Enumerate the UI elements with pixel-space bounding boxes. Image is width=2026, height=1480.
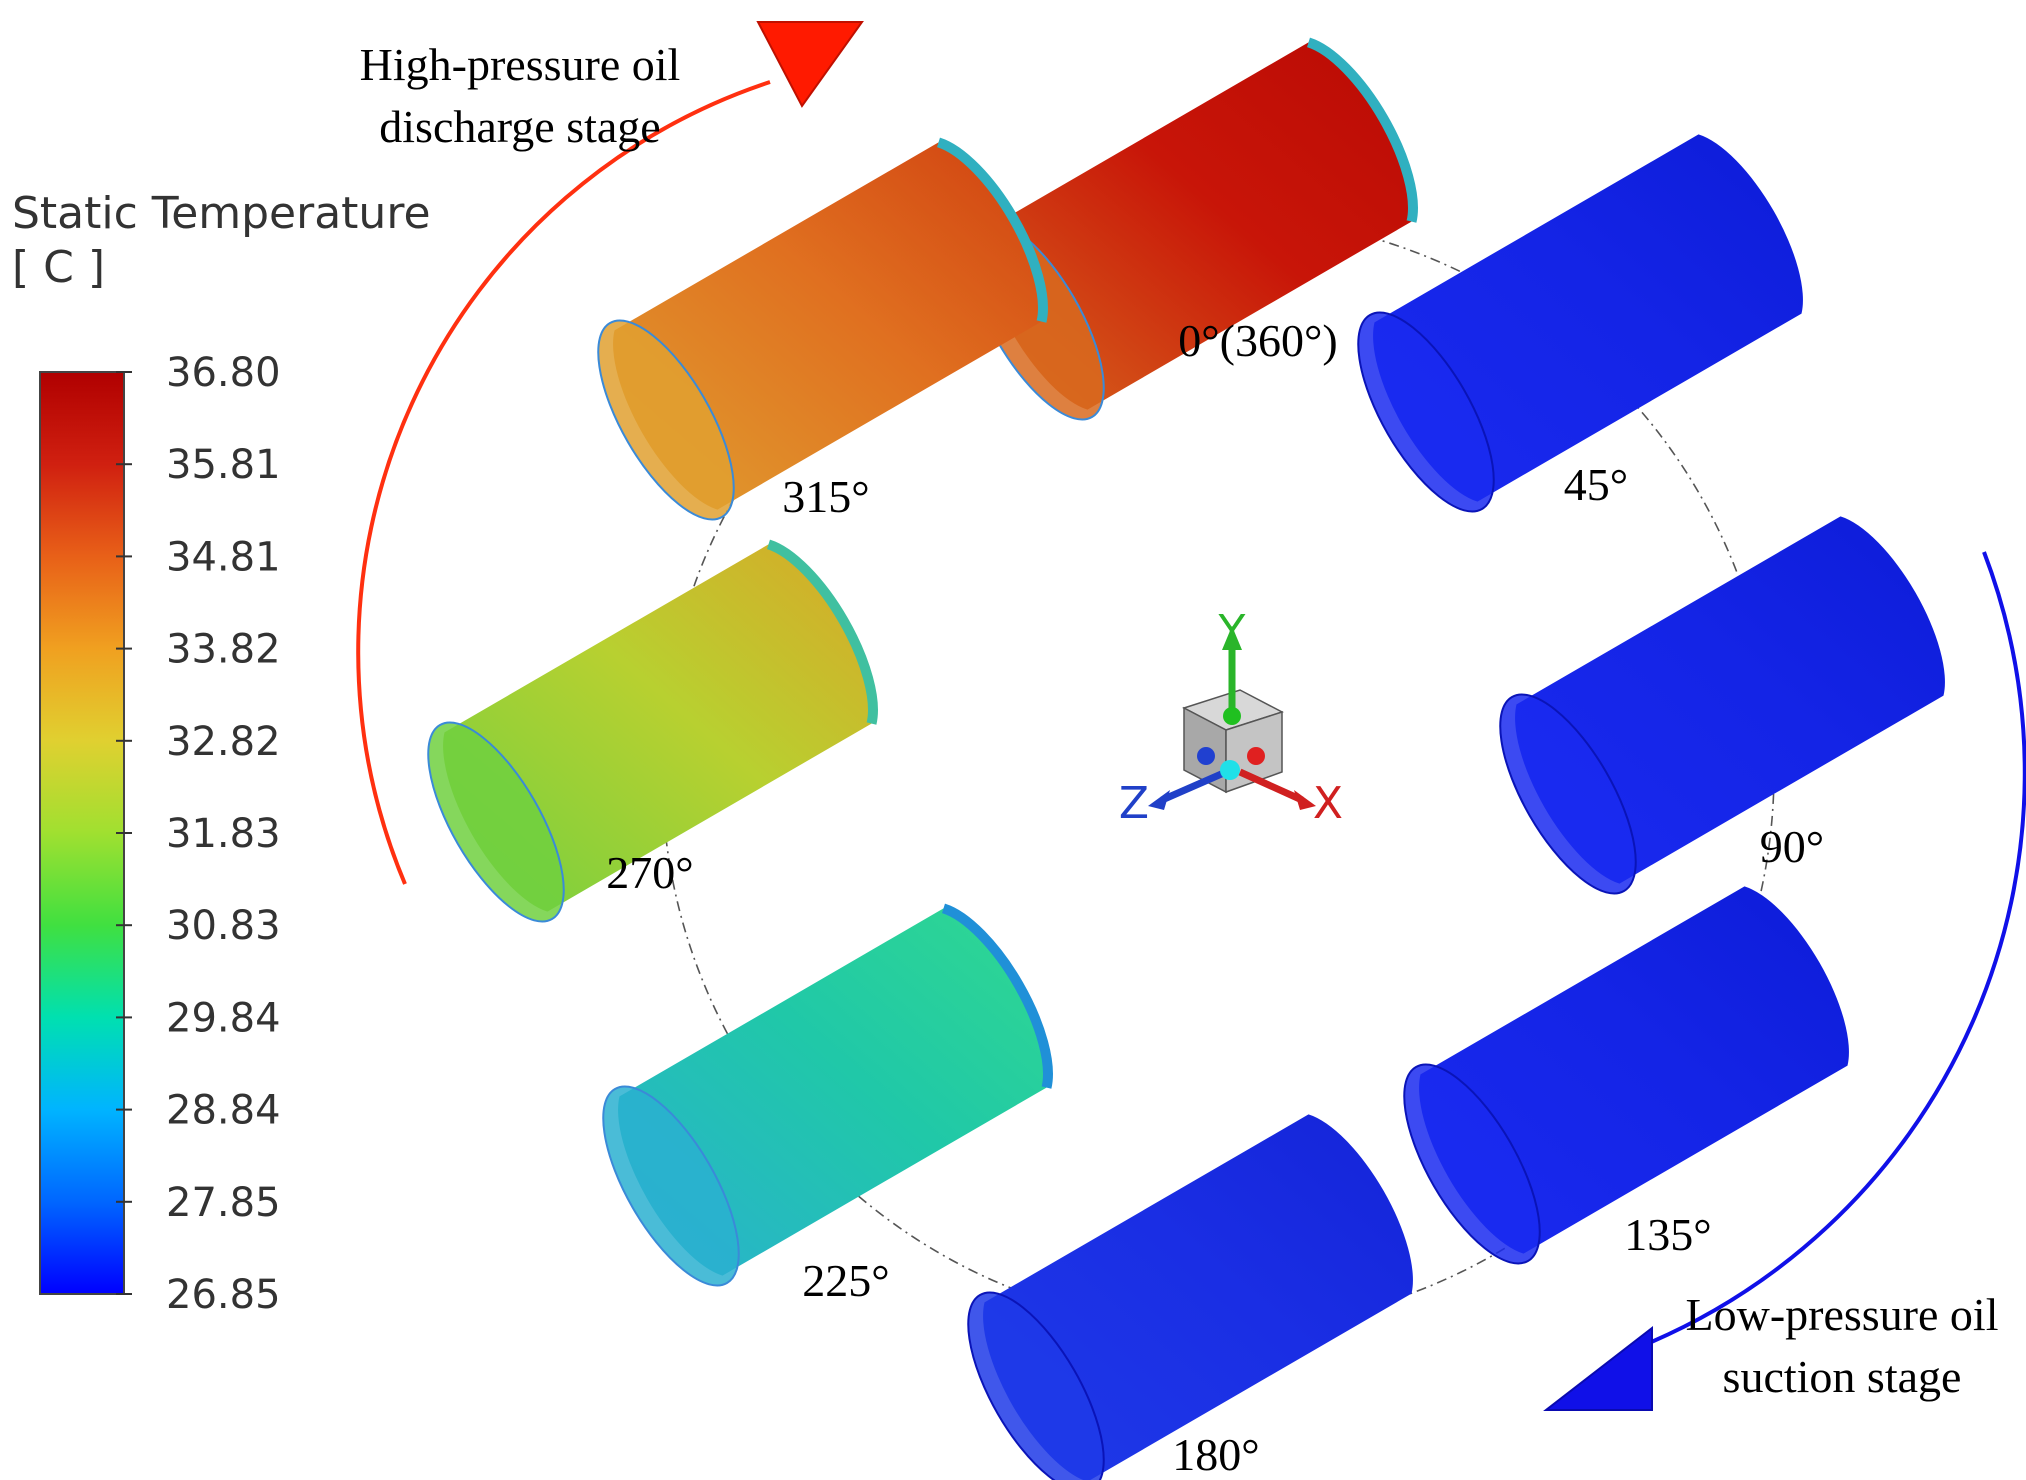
angle-label-180: 180°	[1172, 1429, 1259, 1480]
cylinder	[602, 903, 1053, 1287]
cylinder-rim	[941, 903, 1053, 1089]
legend-tick-label: 31.83	[166, 811, 281, 857]
legend-tick-label: 27.85	[166, 1180, 281, 1226]
cylinder	[427, 539, 878, 923]
high-pressure-label-line1: High-pressure oil	[360, 39, 681, 90]
triad-z-axis	[1160, 768, 1228, 804]
triad-z-arrowhead	[1148, 790, 1170, 810]
cylinders	[427, 37, 1945, 1480]
legend-tick-label: 26.85	[166, 1272, 281, 1318]
temperature-legend: Static Temperature [ C ] 36.80 35.81 34.81…	[12, 188, 431, 1318]
cylinder	[1499, 516, 1945, 895]
legend-unit: [ C ]	[12, 242, 105, 293]
cylinder-body	[1515, 516, 1945, 884]
legend-tick-label: 35.81	[166, 442, 281, 488]
low-pressure-arrow	[1543, 551, 2026, 1411]
legend-tick-label: 33.82	[166, 627, 281, 673]
cylinder	[967, 1114, 1413, 1480]
triad-y-label: Y	[1218, 606, 1246, 657]
legend-ticks: 36.80 35.81 34.81 33.82 32.82 31.83 30.83 29.84…	[116, 350, 281, 1318]
high-pressure-label-line2: discharge stage	[379, 101, 660, 152]
cylinder-end-face	[967, 1291, 1105, 1480]
angle-label-45: 45°	[1564, 459, 1628, 510]
triad-x-arrowhead	[1294, 790, 1316, 810]
legend-tick-label: 30.83	[166, 903, 281, 949]
high-pressure-arrow	[356, 21, 864, 885]
cylinder-body	[983, 1114, 1413, 1480]
cylinder	[1357, 134, 1803, 513]
triad-z-label: Z	[1119, 778, 1149, 829]
cylinder-end-face	[1403, 1063, 1541, 1265]
cylinder-body	[983, 42, 1413, 410]
legend-colorbar	[39, 371, 125, 1295]
cylinder-body	[613, 142, 1043, 510]
low-pressure-arrowhead	[1543, 1325, 1653, 1411]
triad-y-ball	[1223, 707, 1241, 725]
cylinder-body	[443, 544, 873, 912]
cylinder-body	[618, 908, 1048, 1276]
legend-tick-label: 32.82	[166, 719, 281, 765]
high-pressure-arc	[356, 80, 771, 885]
cylinder-rim	[1306, 37, 1418, 223]
triad-x-label: X	[1313, 778, 1343, 829]
stage-labels: High-pressure oil discharge stage Low-pr…	[360, 39, 1999, 1402]
triad-x-axis	[1238, 768, 1304, 804]
triad-origin-ball	[1220, 760, 1240, 780]
cylinder-rim	[766, 539, 878, 725]
cylinder-end-face	[1499, 693, 1637, 895]
low-pressure-arc	[1631, 551, 2026, 1352]
legend-tick-label: 29.84	[166, 995, 281, 1041]
angle-label-0: 0°(360°)	[1178, 315, 1337, 366]
angle-label-135: 135°	[1624, 1209, 1711, 1260]
cylinder-body	[1419, 886, 1849, 1254]
high-pressure-arrowhead	[756, 21, 864, 108]
angle-labels: 0°(360°) 45° 90° 135° 180° 225° 270° 315…	[606, 315, 1824, 1480]
cylinder-end-face	[427, 721, 565, 923]
cylinder	[1403, 886, 1849, 1265]
triad-y-arrowhead	[1222, 626, 1242, 650]
angle-label-225: 225°	[802, 1255, 889, 1306]
legend-tick-label: 28.84	[166, 1088, 281, 1134]
cylinder-body	[1373, 134, 1803, 502]
low-pressure-label-line1: Low-pressure oil	[1686, 1289, 1999, 1340]
cylinder-end-face	[1357, 311, 1495, 513]
angle-label-315: 315°	[782, 471, 869, 522]
legend-title: Static Temperature	[12, 188, 431, 239]
cylinder-end-face	[602, 1085, 740, 1287]
cylinder-rim	[936, 137, 1048, 323]
angle-label-270: 270°	[606, 847, 693, 898]
low-pressure-label-line2: suction stage	[1723, 1351, 1962, 1402]
triad-z-ball	[1197, 747, 1215, 765]
axis-triad: Y Z X	[1119, 606, 1343, 829]
legend-tick-label: 36.80	[166, 350, 281, 396]
cylinder	[597, 137, 1048, 521]
cylinder-end-face	[597, 319, 735, 521]
angle-label-90: 90°	[1760, 821, 1824, 872]
legend-tick-label: 34.81	[166, 534, 281, 580]
triad-x-ball	[1247, 747, 1265, 765]
